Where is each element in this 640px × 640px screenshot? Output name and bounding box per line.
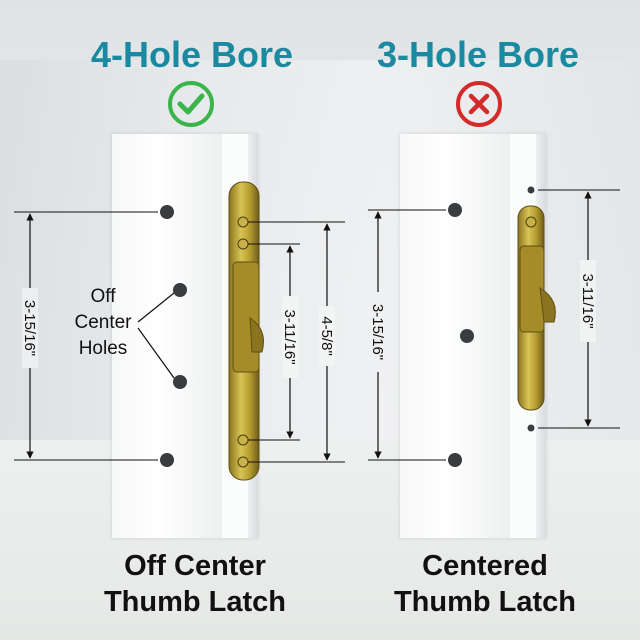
right-dim-outer: 3-15/16" bbox=[368, 209, 446, 461]
left-bore-holes bbox=[160, 205, 187, 467]
left-hole-4 bbox=[160, 453, 174, 467]
right-caption-line-2: Thumb Latch bbox=[393, 586, 577, 618]
left-dim-total: 4-5/8" bbox=[248, 221, 345, 463]
left-door-stile bbox=[112, 134, 222, 538]
right-thumb-latch bbox=[517, 186, 556, 432]
right-caption: Centered Thumb Latch bbox=[350, 548, 620, 620]
left-caption-line-2: Thumb Latch bbox=[103, 586, 287, 618]
right-dim-inner-label: 3-11/16" bbox=[579, 273, 596, 328]
right-door-stile bbox=[400, 134, 510, 538]
left-dim-total-label: 4-5/8" bbox=[318, 316, 335, 356]
check-circle-icon bbox=[168, 81, 214, 127]
right-title: 3-Hole Bore bbox=[376, 34, 580, 75]
left-dim-inner-label: 3-11/16" bbox=[281, 309, 298, 364]
left-caption-line-1: Off Center bbox=[124, 550, 266, 582]
left-thumb-latch bbox=[228, 181, 264, 481]
right-hole-2 bbox=[460, 329, 474, 343]
right-caption-line-1: Centered bbox=[422, 550, 548, 582]
left-caption: Off Center Thumb Latch bbox=[60, 548, 330, 620]
x-circle-icon bbox=[456, 81, 502, 127]
right-bore-holes bbox=[448, 203, 474, 467]
off-center-holes-callout: Off Center Holes bbox=[74, 286, 175, 379]
left-hole-2 bbox=[173, 283, 187, 297]
callout-line-3: Holes bbox=[79, 338, 128, 359]
left-hole-3 bbox=[173, 375, 187, 389]
right-hole-1 bbox=[448, 203, 462, 217]
callout-line-2: Center bbox=[74, 312, 132, 333]
left-dim-outer: 3-15/16" bbox=[14, 211, 158, 461]
left-dim-outer-label: 3-15/16" bbox=[21, 300, 38, 356]
right-dim-outer-label: 3-15/16" bbox=[369, 304, 386, 360]
right-dim-inner: 3-11/16" bbox=[538, 189, 620, 429]
left-title: 4-Hole Bore bbox=[90, 34, 294, 75]
callout-line-1: Off bbox=[91, 286, 117, 307]
left-dim-inner: 3-11/16" bbox=[248, 243, 300, 441]
left-hole-1 bbox=[160, 205, 174, 219]
right-hole-3 bbox=[448, 453, 462, 467]
